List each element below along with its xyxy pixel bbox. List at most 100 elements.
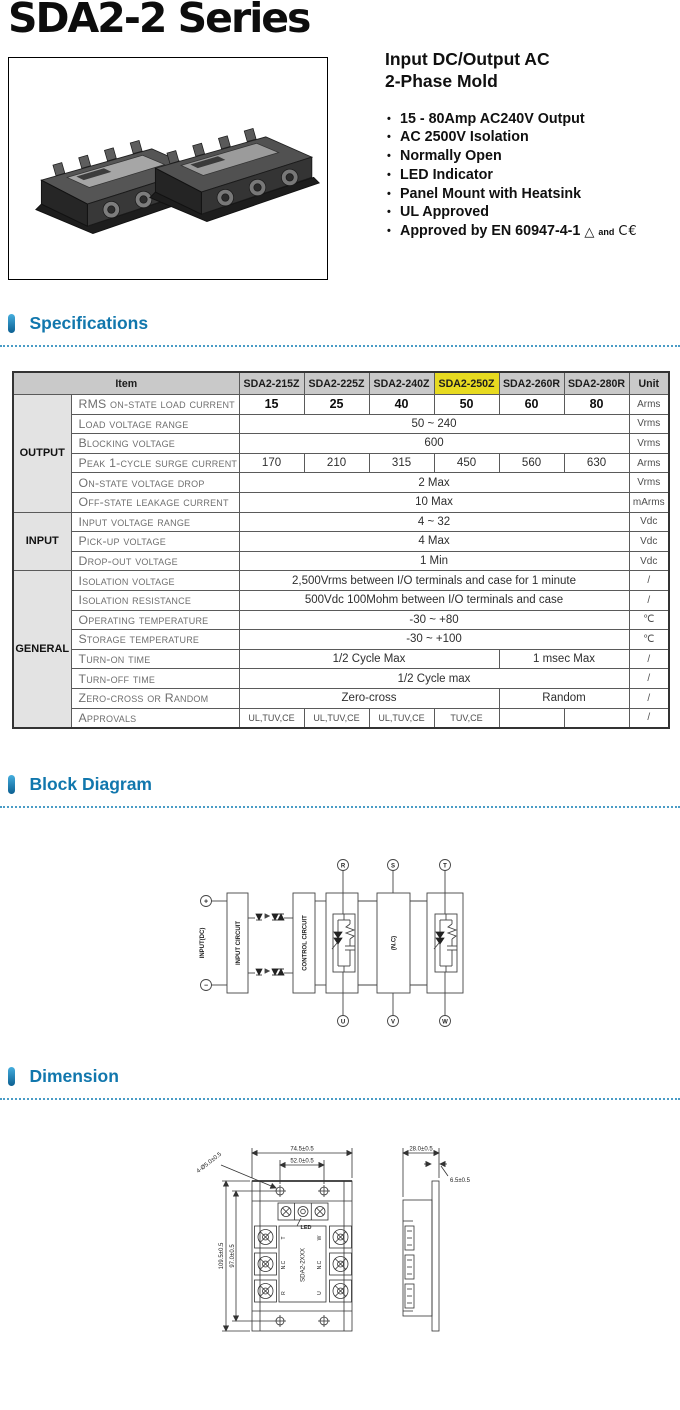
spec-unit: Vrms (628, 472, 670, 493)
spec-value: -30 ~ +100 (238, 629, 630, 650)
terminal-w: W (442, 1020, 448, 1026)
spec-value: Zero-cross (238, 687, 500, 709)
group-label: GENERAL (12, 570, 72, 729)
spec-unit: ℃ (628, 609, 670, 631)
intro-block: Input DC/Output AC 2-Phase Mold 15 - 80A… (385, 48, 677, 242)
spec-value: 50 (433, 394, 500, 415)
approved-text: Approved by EN 60947-4-1 (400, 223, 581, 239)
spec-value: 450 (433, 452, 500, 474)
spec-value: 15 (238, 394, 305, 415)
spec-value: 1 Min (238, 550, 630, 572)
spec-row-label: Input voltage range (70, 511, 240, 533)
section-title: Block Diagram (29, 774, 152, 794)
spec-value (498, 707, 565, 729)
spec-value: 50 ~ 240 (238, 413, 630, 435)
feature-item: AC 2500V Isolation (385, 128, 677, 147)
spec-row-label: Load voltage range (70, 413, 240, 435)
spec-value: 4 ~ 32 (238, 511, 630, 533)
block-diagram-figure: + − INPUT(DC) INPUT CIRCUIT CONTROL CIRC… (200, 859, 464, 1027)
tuv-triangle-icon: △ (584, 224, 595, 239)
spec-row-label: Drop-out voltage (70, 550, 240, 572)
spec-value: 2,500Vrms between I/O terminals and case… (238, 570, 630, 591)
control-circuit-label: CONTROL CIRCUIT (303, 915, 309, 971)
spec-unit: Vrms (628, 413, 670, 435)
spec-value: -30 ~ +80 (238, 609, 630, 631)
spec-unit: Vdc (628, 550, 670, 572)
spec-unit: mArms (628, 491, 670, 513)
feature-item-approved: Approved by EN 60947-4-1 △ and C€ (385, 222, 677, 242)
spec-row-label: Blocking voltage (70, 433, 240, 454)
terminal-v: V (391, 1020, 395, 1026)
col-header-model: SDA2-260R (498, 371, 565, 395)
spec-unit: Vrms (628, 433, 670, 454)
intro-heading-line2: 2-Phase Mold (385, 71, 498, 92)
section-title: Specifications (29, 313, 149, 333)
spec-value: Random (498, 687, 630, 709)
col-header-model: SDA2-280R (563, 371, 630, 395)
spec-unit: / (628, 668, 670, 689)
front-terminal-u: U (317, 1291, 323, 1295)
spec-unit: Arms (628, 394, 670, 415)
input-dc-label: INPUT(DC) (200, 928, 206, 959)
spec-value: 210 (303, 452, 370, 474)
dim-height-inner: 97.0±0.5 (230, 1244, 236, 1268)
dim-depth: 28.0±0.5 (409, 1147, 433, 1153)
section-header-dimension: Dimension (0, 1066, 680, 1100)
front-terminal-nc-right: N.C (317, 1260, 323, 1269)
dim-height-outer: 109.5±0.5 (219, 1242, 225, 1269)
spec-row-label: On-state voltage drop (70, 472, 240, 493)
spec-value: 80 (563, 394, 630, 415)
intro-heading-line1: Input DC/Output AC (385, 49, 550, 69)
page-title: SDA2-2 Series (8, 0, 311, 42)
spec-row-label: Isolation resistance (70, 589, 240, 611)
spec-value: 10 Max (238, 491, 630, 513)
spec-row-label: Pick-up voltage (70, 531, 240, 552)
group-label: OUTPUT (12, 394, 72, 513)
spec-row-label: Storage temperature (70, 629, 240, 650)
feature-item: 15 - 80Amp AC240V Output (385, 110, 677, 129)
terminal-s: S (391, 864, 395, 870)
col-header-item: Item (12, 371, 240, 395)
spec-unit: ℃ (628, 629, 670, 650)
feature-item: UL Approved (385, 203, 677, 222)
ce-mark-icon: C€ (618, 224, 638, 239)
spec-value: 2 Max (238, 472, 630, 493)
spec-value: 500Vdc 100Mohm between I/O terminals and… (238, 589, 630, 611)
dimension-figure: 74.5±0.5 52.0±0.5 109.5±0.5 97.0±0.5 4-Ø… (196, 1147, 471, 1332)
front-terminal-r: R (281, 1291, 287, 1295)
spec-value: UL,TUV,CE (303, 707, 370, 729)
feature-item: Panel Mount with Heatsink (385, 185, 677, 204)
section-title: Dimension (29, 1066, 119, 1086)
spec-value: 40 (368, 394, 435, 415)
front-terminal-t: T (281, 1236, 287, 1239)
spec-unit: / (628, 687, 670, 709)
spec-unit: Vdc (628, 531, 670, 552)
spec-row: Operating temperature-30 ~ +80℃ (13, 609, 670, 631)
spec-row-label: Operating temperature (70, 609, 240, 631)
spec-row-label: RMS on-state load current (70, 394, 240, 415)
minus-terminal-label: − (204, 983, 208, 990)
col-header-model: SDA2-250Z (433, 371, 500, 395)
terminal-t: T (443, 864, 447, 870)
spec-value: 1 msec Max (498, 648, 630, 670)
col-header-model: SDA2-215Z (238, 371, 305, 395)
front-terminal-nc-left: N.C (281, 1260, 287, 1269)
model-label: SDA2-2XXX (300, 1248, 307, 1282)
spec-value: 4 Max (238, 531, 630, 552)
spec-unit: Arms (628, 452, 670, 474)
dim-flange: 6.5±0.5 (450, 1178, 471, 1184)
intro-heading: Input DC/Output AC 2-Phase Mold (385, 48, 677, 93)
